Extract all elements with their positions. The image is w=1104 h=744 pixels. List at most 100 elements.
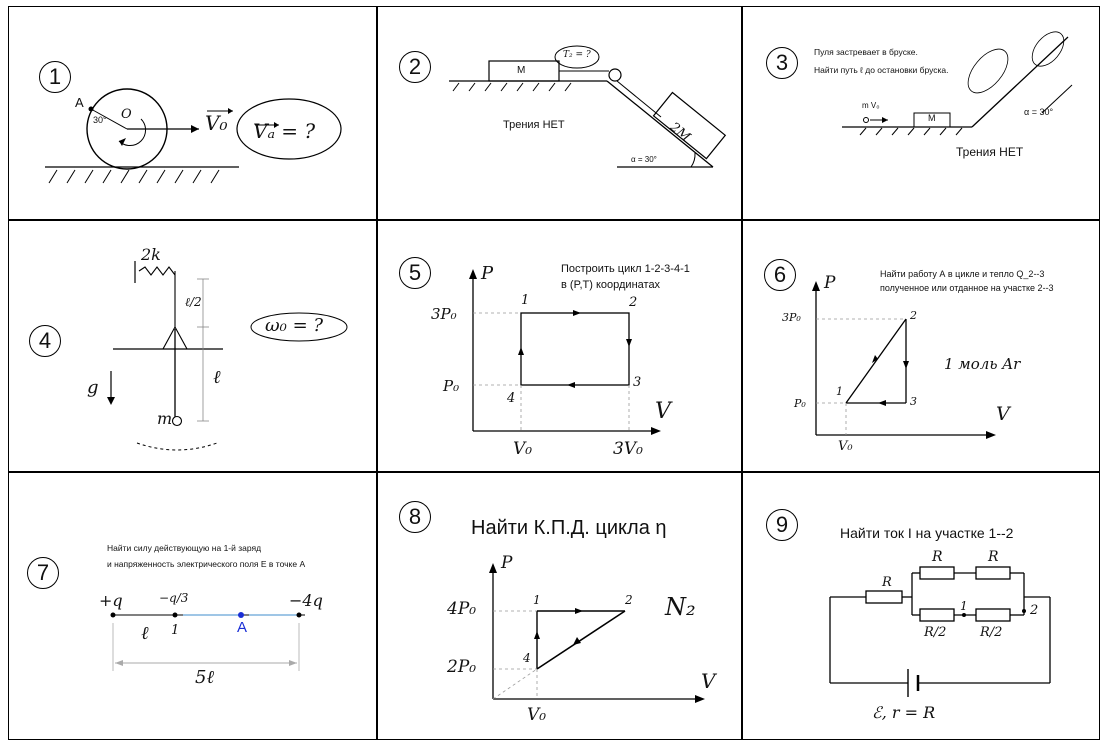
incline-pulley-diagram	[449, 45, 727, 168]
problem-number: 1	[39, 61, 71, 93]
question-label: ω₀ = ?	[265, 315, 324, 336]
title-line-2: и напряженность электрического поля E в …	[107, 559, 306, 569]
point-a-label: A	[75, 95, 84, 110]
half-length-label: ℓ/2	[185, 295, 202, 309]
title: Найти ток I на участке 1--2	[840, 525, 1014, 541]
charges-diagram	[110, 612, 305, 671]
v-high-label: 3V₀	[613, 439, 643, 459]
problem-1-cell: 1 A 30° O V₀ Vₐ = ?	[9, 7, 375, 218]
resistor-label-r: R	[988, 549, 999, 565]
question-label: T₂ = ?	[563, 50, 591, 60]
problem-8-cell: 8 Найти К.П.Д. цикла η P V 4P₀ 2P₀ V₀ N₂…	[377, 473, 740, 739]
p-axis-label: P	[501, 553, 513, 573]
problem-3-cell: 3 Пуля застревает в бруске. Найти путь ℓ…	[742, 7, 1099, 218]
description-line-1: Пуля застревает в бруске.	[814, 47, 918, 57]
bullet-block-diagram	[842, 31, 1073, 136]
problem-number: 5	[399, 257, 431, 289]
p-axis-label: P	[481, 263, 494, 284]
p-high-label: 3P₀	[431, 305, 457, 323]
charge-minus-q3: −q/3	[159, 591, 189, 605]
pv-diagram-rect	[469, 269, 661, 435]
problem-6-cell: 6 Найти работу А в цикле и тепло Q_2--3 …	[742, 221, 1099, 470]
problem-number: 6	[764, 259, 796, 291]
v-low-label: V₀	[838, 439, 853, 454]
problem-2-cell: 2 M 2M T₂ = ? Трения НЕТ α = 30°	[377, 7, 740, 218]
node-2-label: 2	[1030, 603, 1039, 618]
point-1-label: 1	[171, 623, 180, 638]
problem-5-cell: 5 Построить цикл 1-2-3-4-1 в (P,T) коорд…	[377, 221, 740, 470]
mass-label: m	[157, 409, 173, 428]
pendulum-diagram	[107, 261, 348, 451]
question-label: Vₐ = ?	[253, 119, 316, 143]
point-3-label: 3	[633, 375, 642, 390]
p-axis-label: P	[824, 273, 836, 293]
circuit-diagram	[829, 566, 1051, 697]
title-line-1: Найти работу А в цикле и тепло Q_2--3	[880, 269, 1045, 279]
p-low-label: P₀	[443, 377, 460, 395]
center-label: O	[121, 107, 132, 122]
point-a-label: A	[237, 619, 248, 636]
gas-label: N₂	[665, 593, 696, 621]
v0-label: V₀	[205, 111, 228, 135]
v-low-label: V₀	[513, 439, 533, 459]
bullet-label: m V₀	[862, 101, 880, 110]
description-line-2: Найти путь ℓ до остановки бруска.	[814, 65, 949, 75]
pv-diagram-triangle	[812, 281, 996, 439]
point-3-label: 3	[910, 395, 917, 408]
angle-label: α = 30°	[1024, 107, 1054, 117]
title-line-2: в (P,T) координатах	[561, 279, 661, 291]
charge-minus-4q: −4q	[289, 591, 323, 610]
p-high-label: 3P₀	[782, 311, 801, 324]
v-axis-label: V	[701, 669, 716, 693]
grid-divider	[9, 471, 1099, 473]
point-1-label: 1	[836, 385, 843, 398]
problem-9-cell: 9 Найти ток I на участке 1--2 R R R R/2 …	[742, 473, 1099, 739]
point-2-label: 2	[910, 309, 917, 322]
length-label: ℓ	[213, 367, 221, 388]
p-low-label: P₀	[794, 397, 806, 410]
angle-label: 30°	[93, 115, 107, 125]
v-axis-label: V	[996, 403, 1010, 425]
segment-label: ℓ	[141, 623, 149, 644]
point-4-label: 4	[507, 391, 516, 406]
title: Найти К.П.Д. цикла η	[471, 517, 667, 539]
problem-number: 8	[399, 501, 431, 533]
title-line-1: Построить цикл 1-2-3-4-1	[561, 263, 690, 275]
v-axis-label: V	[655, 399, 671, 424]
charge-plus-q: +q	[99, 591, 123, 610]
title-line-2: полученное или отданное на участке 2--3	[880, 283, 1054, 293]
point-1-label: 1	[521, 293, 530, 308]
grid-divider	[376, 7, 378, 739]
spring-constant-label: 2k	[141, 245, 161, 264]
problem-number: 9	[766, 509, 798, 541]
p-high-label: 4P₀	[447, 599, 477, 619]
friction-note: Трения НЕТ	[956, 145, 1024, 159]
problem-4-cell: 4 2k ℓ/2 ℓ g m ω₀ = ?	[9, 221, 375, 470]
gravity-label: g	[87, 377, 99, 398]
total-length-label: 5ℓ	[195, 667, 214, 688]
resistor-label-r: R	[882, 575, 892, 590]
point-1-label: 1	[533, 593, 541, 607]
angle-label: α = 30°	[631, 155, 657, 164]
node-1-label: 1	[960, 599, 968, 613]
point-2-label: 2	[629, 295, 638, 310]
problem-grid: 1 A 30° O V₀ Vₐ = ?	[8, 6, 1100, 740]
problem-number: 3	[766, 47, 798, 79]
problem-7-cell: 7 Найти силу действующую на 1-й заряд и …	[9, 473, 375, 739]
point-4-label: 4	[523, 651, 531, 665]
problem-number: 2	[399, 51, 431, 83]
v-low-label: V₀	[527, 705, 547, 725]
gas-label: 1 моль Ar	[944, 355, 1021, 373]
point-2-label: 2	[625, 593, 633, 607]
grid-divider	[741, 7, 743, 739]
resistor-label-r-half: R/2	[924, 625, 947, 640]
mass-m-label: M	[517, 65, 526, 76]
pv-diagram-efficiency	[489, 563, 705, 703]
grid-divider	[9, 219, 1099, 221]
resistor-label-r: R	[932, 549, 943, 565]
wheel-diagram	[45, 88, 342, 184]
friction-note: Трения НЕТ	[503, 119, 565, 131]
emf-label: ℰ, r = R	[872, 703, 936, 722]
block-mass-label: M	[928, 113, 936, 123]
p-low-label: 2P₀	[447, 657, 477, 677]
